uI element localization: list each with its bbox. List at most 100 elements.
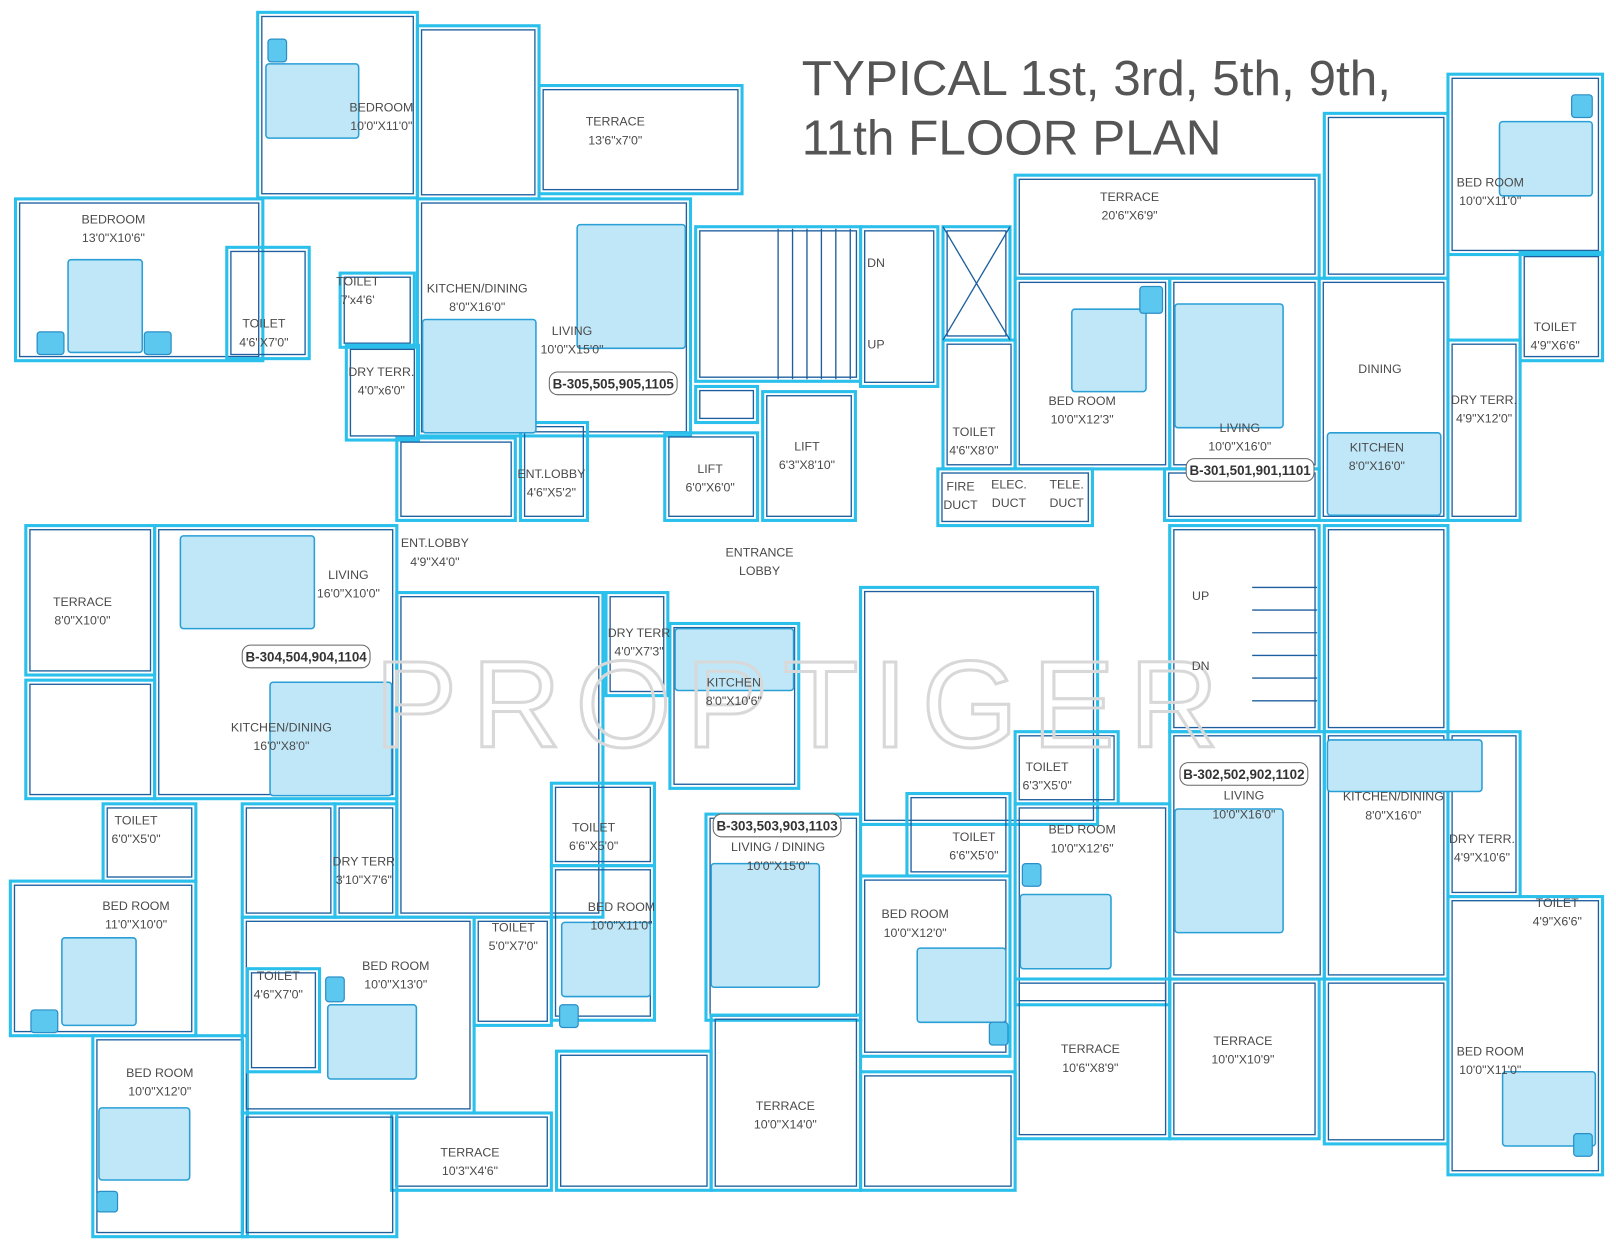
room-name: BED ROOM bbox=[1457, 1044, 1524, 1058]
room-dimensions: 11'0"X10'0" bbox=[105, 918, 167, 932]
unit-number-tag: B-302,502,902,1102 bbox=[1183, 767, 1304, 782]
inner-wall bbox=[699, 389, 755, 420]
room-name: TOILET bbox=[1026, 760, 1069, 774]
bed-icon bbox=[61, 937, 137, 1027]
room-dimensions: 10'0"X12'0" bbox=[128, 1084, 191, 1098]
inner-wall bbox=[946, 343, 1012, 466]
inner-wall bbox=[673, 626, 796, 785]
bed-icon bbox=[265, 63, 360, 139]
room-name: BED ROOM bbox=[126, 1066, 193, 1080]
room-dimensions: 10'0"X11'0" bbox=[1459, 194, 1521, 208]
wall bbox=[518, 420, 590, 522]
inner-wall bbox=[245, 807, 332, 914]
lift-label: LIFT bbox=[794, 439, 820, 453]
room-name: LIVING bbox=[1224, 789, 1265, 803]
inner-wall bbox=[523, 425, 585, 517]
room-name: BED ROOM bbox=[588, 900, 655, 914]
room-dimensions: 10'0"X12'6" bbox=[1051, 841, 1114, 855]
lift-dimensions: 6'3"X8'10" bbox=[779, 458, 835, 472]
room-name: DRY TERR bbox=[333, 855, 396, 869]
kitchen-counter-icon bbox=[1326, 432, 1442, 517]
wall bbox=[415, 197, 693, 438]
inner-wall bbox=[1173, 735, 1321, 976]
inner-wall bbox=[1018, 807, 1167, 1002]
wall bbox=[1446, 338, 1522, 522]
room-name: TOILET bbox=[572, 821, 615, 835]
room-name: DRY TERR bbox=[608, 626, 671, 640]
inner-wall bbox=[1173, 982, 1316, 1136]
room-dimensions: 4'6"X5'2" bbox=[527, 486, 576, 500]
inner-wall bbox=[864, 230, 935, 384]
kitchen-counter-icon bbox=[1326, 739, 1483, 793]
inner-wall bbox=[230, 250, 306, 356]
inner-wall bbox=[714, 1018, 858, 1187]
unit-tag-box bbox=[712, 813, 842, 838]
room-dimensions: 10'0"X12'3" bbox=[1051, 413, 1114, 427]
room-dimensions: 10'0"X12'0" bbox=[884, 926, 947, 940]
room-dimensions: 10'0"X11'0" bbox=[590, 919, 652, 933]
inner-wall bbox=[766, 395, 852, 517]
inner-wall bbox=[668, 436, 755, 517]
unit-number-tag: B-303,503,903,1103 bbox=[716, 819, 837, 834]
room-name: TERRACE bbox=[586, 115, 645, 129]
wall bbox=[13, 197, 265, 363]
inner-wall bbox=[349, 348, 415, 437]
room-dimensions: 10'0"X13'0" bbox=[364, 977, 427, 991]
inner-wall bbox=[29, 683, 152, 796]
inner-wall bbox=[1018, 982, 1167, 1136]
sofa-icon bbox=[179, 535, 316, 630]
wall bbox=[1322, 977, 1450, 1146]
room-dimensions: 10'0"X16'0" bbox=[1208, 439, 1271, 453]
room-name: TERRACE bbox=[440, 1145, 499, 1159]
room-dimensions: 4'0"X7'3" bbox=[614, 644, 663, 658]
elec-duct-label: DUCT bbox=[992, 496, 1027, 510]
room-name: BED ROOM bbox=[102, 899, 169, 913]
room-dimensions: 10'0"X15'0" bbox=[541, 342, 604, 356]
room-dimensions: 10'0"X11'0" bbox=[1459, 1063, 1521, 1077]
room-dimensions: 4'9"X12'0" bbox=[1456, 412, 1512, 426]
room-dimensions: 8'0"X16'0" bbox=[1365, 808, 1421, 822]
inner-wall bbox=[1018, 281, 1167, 466]
side-table-icon bbox=[1573, 1132, 1593, 1157]
room-dimensions: 8'0"X10'6" bbox=[706, 694, 762, 708]
wall bbox=[859, 225, 940, 389]
inner-wall bbox=[946, 230, 1007, 337]
side-table-icon bbox=[1021, 862, 1042, 887]
wall bbox=[240, 1111, 399, 1239]
side-table-icon bbox=[36, 331, 65, 356]
wall bbox=[554, 1049, 713, 1192]
inner-wall bbox=[941, 472, 1089, 523]
side-table-icon bbox=[1139, 285, 1164, 314]
inner-wall bbox=[1322, 281, 1445, 517]
room-name: BED ROOM bbox=[1048, 394, 1115, 408]
wall bbox=[1322, 524, 1450, 734]
room-name: TOILET bbox=[336, 274, 379, 288]
room-dimensions: 6'3"X5'0" bbox=[1022, 778, 1071, 792]
room-name: KITCHEN/DINING bbox=[427, 282, 528, 296]
wall bbox=[859, 1070, 1017, 1192]
kitchen-counter-icon bbox=[269, 681, 393, 797]
kitchen-counter-icon bbox=[421, 318, 537, 434]
room-dimensions: 4'9"X6'6" bbox=[1531, 338, 1580, 352]
room-name: BEDROOM bbox=[81, 213, 145, 227]
room-name: BED ROOM bbox=[1457, 176, 1524, 190]
room-dimensions: 10'3"X4'6" bbox=[442, 1164, 498, 1178]
side-table-icon bbox=[1571, 94, 1593, 119]
room-dimensions: 16'0"X8'0" bbox=[253, 739, 309, 753]
wall bbox=[395, 436, 517, 522]
stair-direction-label: DN bbox=[1192, 659, 1210, 673]
wall bbox=[859, 874, 1012, 1058]
bed-icon bbox=[916, 947, 1007, 1024]
wall bbox=[24, 678, 157, 801]
room-name: TOILET bbox=[257, 969, 300, 983]
room-dimensions: 13'0"X10'6" bbox=[82, 231, 145, 245]
watermark: PROPTIGER bbox=[375, 636, 1233, 774]
inner-wall bbox=[261, 15, 414, 195]
lift-dimensions: 6'0"X6'0" bbox=[685, 481, 734, 495]
room-name: KITCHEN bbox=[1350, 440, 1404, 454]
room-dimensions: 20'6"X6'9" bbox=[1101, 209, 1157, 223]
room-name: TERRACE bbox=[1100, 190, 1159, 204]
room-dimensions: 5'0"X7'0" bbox=[489, 939, 538, 953]
inner-wall bbox=[1451, 900, 1600, 1172]
